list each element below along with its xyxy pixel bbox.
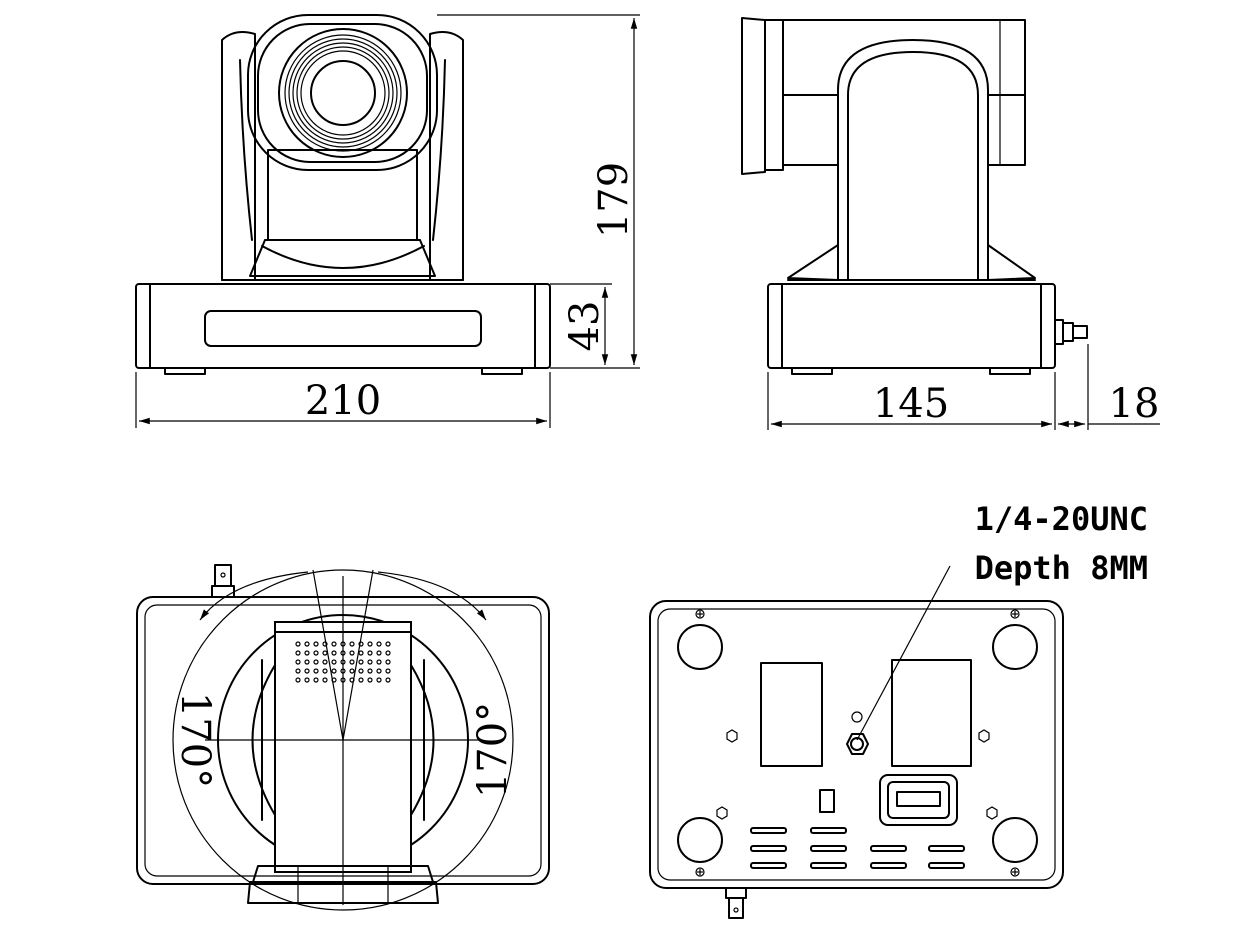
vent-hole bbox=[358, 650, 364, 656]
lens bbox=[278, 28, 408, 158]
vent-hole bbox=[349, 650, 355, 656]
front-foot-right bbox=[481, 367, 523, 375]
vent-hole bbox=[331, 650, 337, 656]
vent-hole bbox=[313, 677, 319, 683]
front-view: 210 43 179 bbox=[135, 14, 640, 428]
front-body-panel bbox=[267, 149, 418, 241]
vent-hole bbox=[385, 659, 391, 665]
vent-hole bbox=[385, 641, 391, 647]
front-yoke-left bbox=[221, 31, 256, 281]
vent-hole bbox=[376, 677, 382, 683]
note-leader bbox=[856, 565, 951, 741]
vent-hole bbox=[367, 641, 373, 647]
vent-hole bbox=[322, 668, 328, 674]
top-view: 170° 170° bbox=[136, 564, 550, 911]
vent-hole bbox=[295, 650, 301, 656]
bottom-label-plate-right bbox=[891, 659, 972, 767]
vent-hole bbox=[331, 641, 337, 647]
front-base-window bbox=[204, 310, 482, 347]
dim-210-label: 210 bbox=[305, 378, 381, 424]
vent-hole bbox=[349, 659, 355, 665]
side-head bbox=[782, 19, 1026, 166]
vent-hole bbox=[295, 659, 301, 665]
vent-hole bbox=[331, 659, 337, 665]
vent-hole bbox=[358, 668, 364, 674]
dim-145-label: 145 bbox=[873, 381, 949, 427]
vent-hole bbox=[358, 659, 364, 665]
vent-hole bbox=[313, 650, 319, 656]
tripod-mount bbox=[846, 733, 869, 755]
dim-43-label: 43 bbox=[562, 301, 608, 352]
vent-hole bbox=[322, 659, 328, 665]
side-yoke-arch bbox=[837, 38, 989, 280]
vent-hole bbox=[385, 668, 391, 674]
foot-top-right bbox=[992, 624, 1038, 670]
vent-hole bbox=[358, 677, 364, 683]
vent-hole bbox=[304, 668, 310, 674]
foot-bottom-right bbox=[992, 817, 1038, 863]
bottom-base-outline bbox=[649, 600, 1064, 889]
vent-hole bbox=[349, 668, 355, 674]
dim-179-label: 179 bbox=[591, 162, 637, 238]
vent-hole bbox=[376, 650, 382, 656]
vent-hole bbox=[304, 677, 310, 683]
vent-hole bbox=[376, 659, 382, 665]
side-connector bbox=[1054, 319, 1088, 345]
vent-hole bbox=[358, 641, 364, 647]
vent-hole bbox=[331, 668, 337, 674]
vent-hole bbox=[295, 641, 301, 647]
vent-hole bbox=[367, 677, 373, 683]
dim-18-label: 18 bbox=[1109, 381, 1160, 427]
bottom-vent-slots bbox=[750, 827, 965, 869]
vent-hole bbox=[367, 659, 373, 665]
vent-hole bbox=[322, 641, 328, 647]
front-foot-left bbox=[164, 367, 206, 375]
vent-hole bbox=[304, 641, 310, 647]
vent-hole bbox=[367, 668, 373, 674]
side-lens-hood bbox=[741, 17, 766, 175]
foot-top-left bbox=[677, 624, 723, 670]
vent-hole bbox=[313, 659, 319, 665]
vent-hole bbox=[322, 677, 328, 683]
angle-right-label: 170° bbox=[470, 702, 516, 798]
vent-hole bbox=[322, 650, 328, 656]
side-view: 145 18 bbox=[741, 17, 1160, 430]
vent-hole bbox=[349, 641, 355, 647]
vent-hole bbox=[304, 650, 310, 656]
vent-hole bbox=[304, 659, 310, 665]
side-base bbox=[767, 283, 1056, 369]
bottom-view: 1/4-20UNC Depth 8MM bbox=[649, 500, 1148, 919]
thread-note-line1: 1/4-20UNC bbox=[975, 500, 1148, 538]
lens-housing bbox=[247, 14, 438, 171]
vent-hole bbox=[295, 668, 301, 674]
front-base bbox=[135, 283, 551, 369]
vent-hole bbox=[376, 641, 382, 647]
foot-bottom-left bbox=[677, 817, 723, 863]
vent-hole bbox=[385, 677, 391, 683]
vent-hole bbox=[295, 677, 301, 683]
dip-switch bbox=[879, 774, 958, 826]
vent-hole bbox=[313, 641, 319, 647]
vent-hole bbox=[385, 650, 391, 656]
bottom-label-plate-left bbox=[760, 662, 823, 767]
thread-note-line2: Depth 8MM bbox=[975, 549, 1148, 587]
rotation-circle bbox=[172, 569, 514, 911]
vent-hole bbox=[376, 668, 382, 674]
vent-hole bbox=[313, 668, 319, 674]
vent-hole bbox=[367, 650, 373, 656]
angle-left-label: 170° bbox=[172, 692, 218, 788]
front-body-wedge bbox=[249, 239, 436, 277]
